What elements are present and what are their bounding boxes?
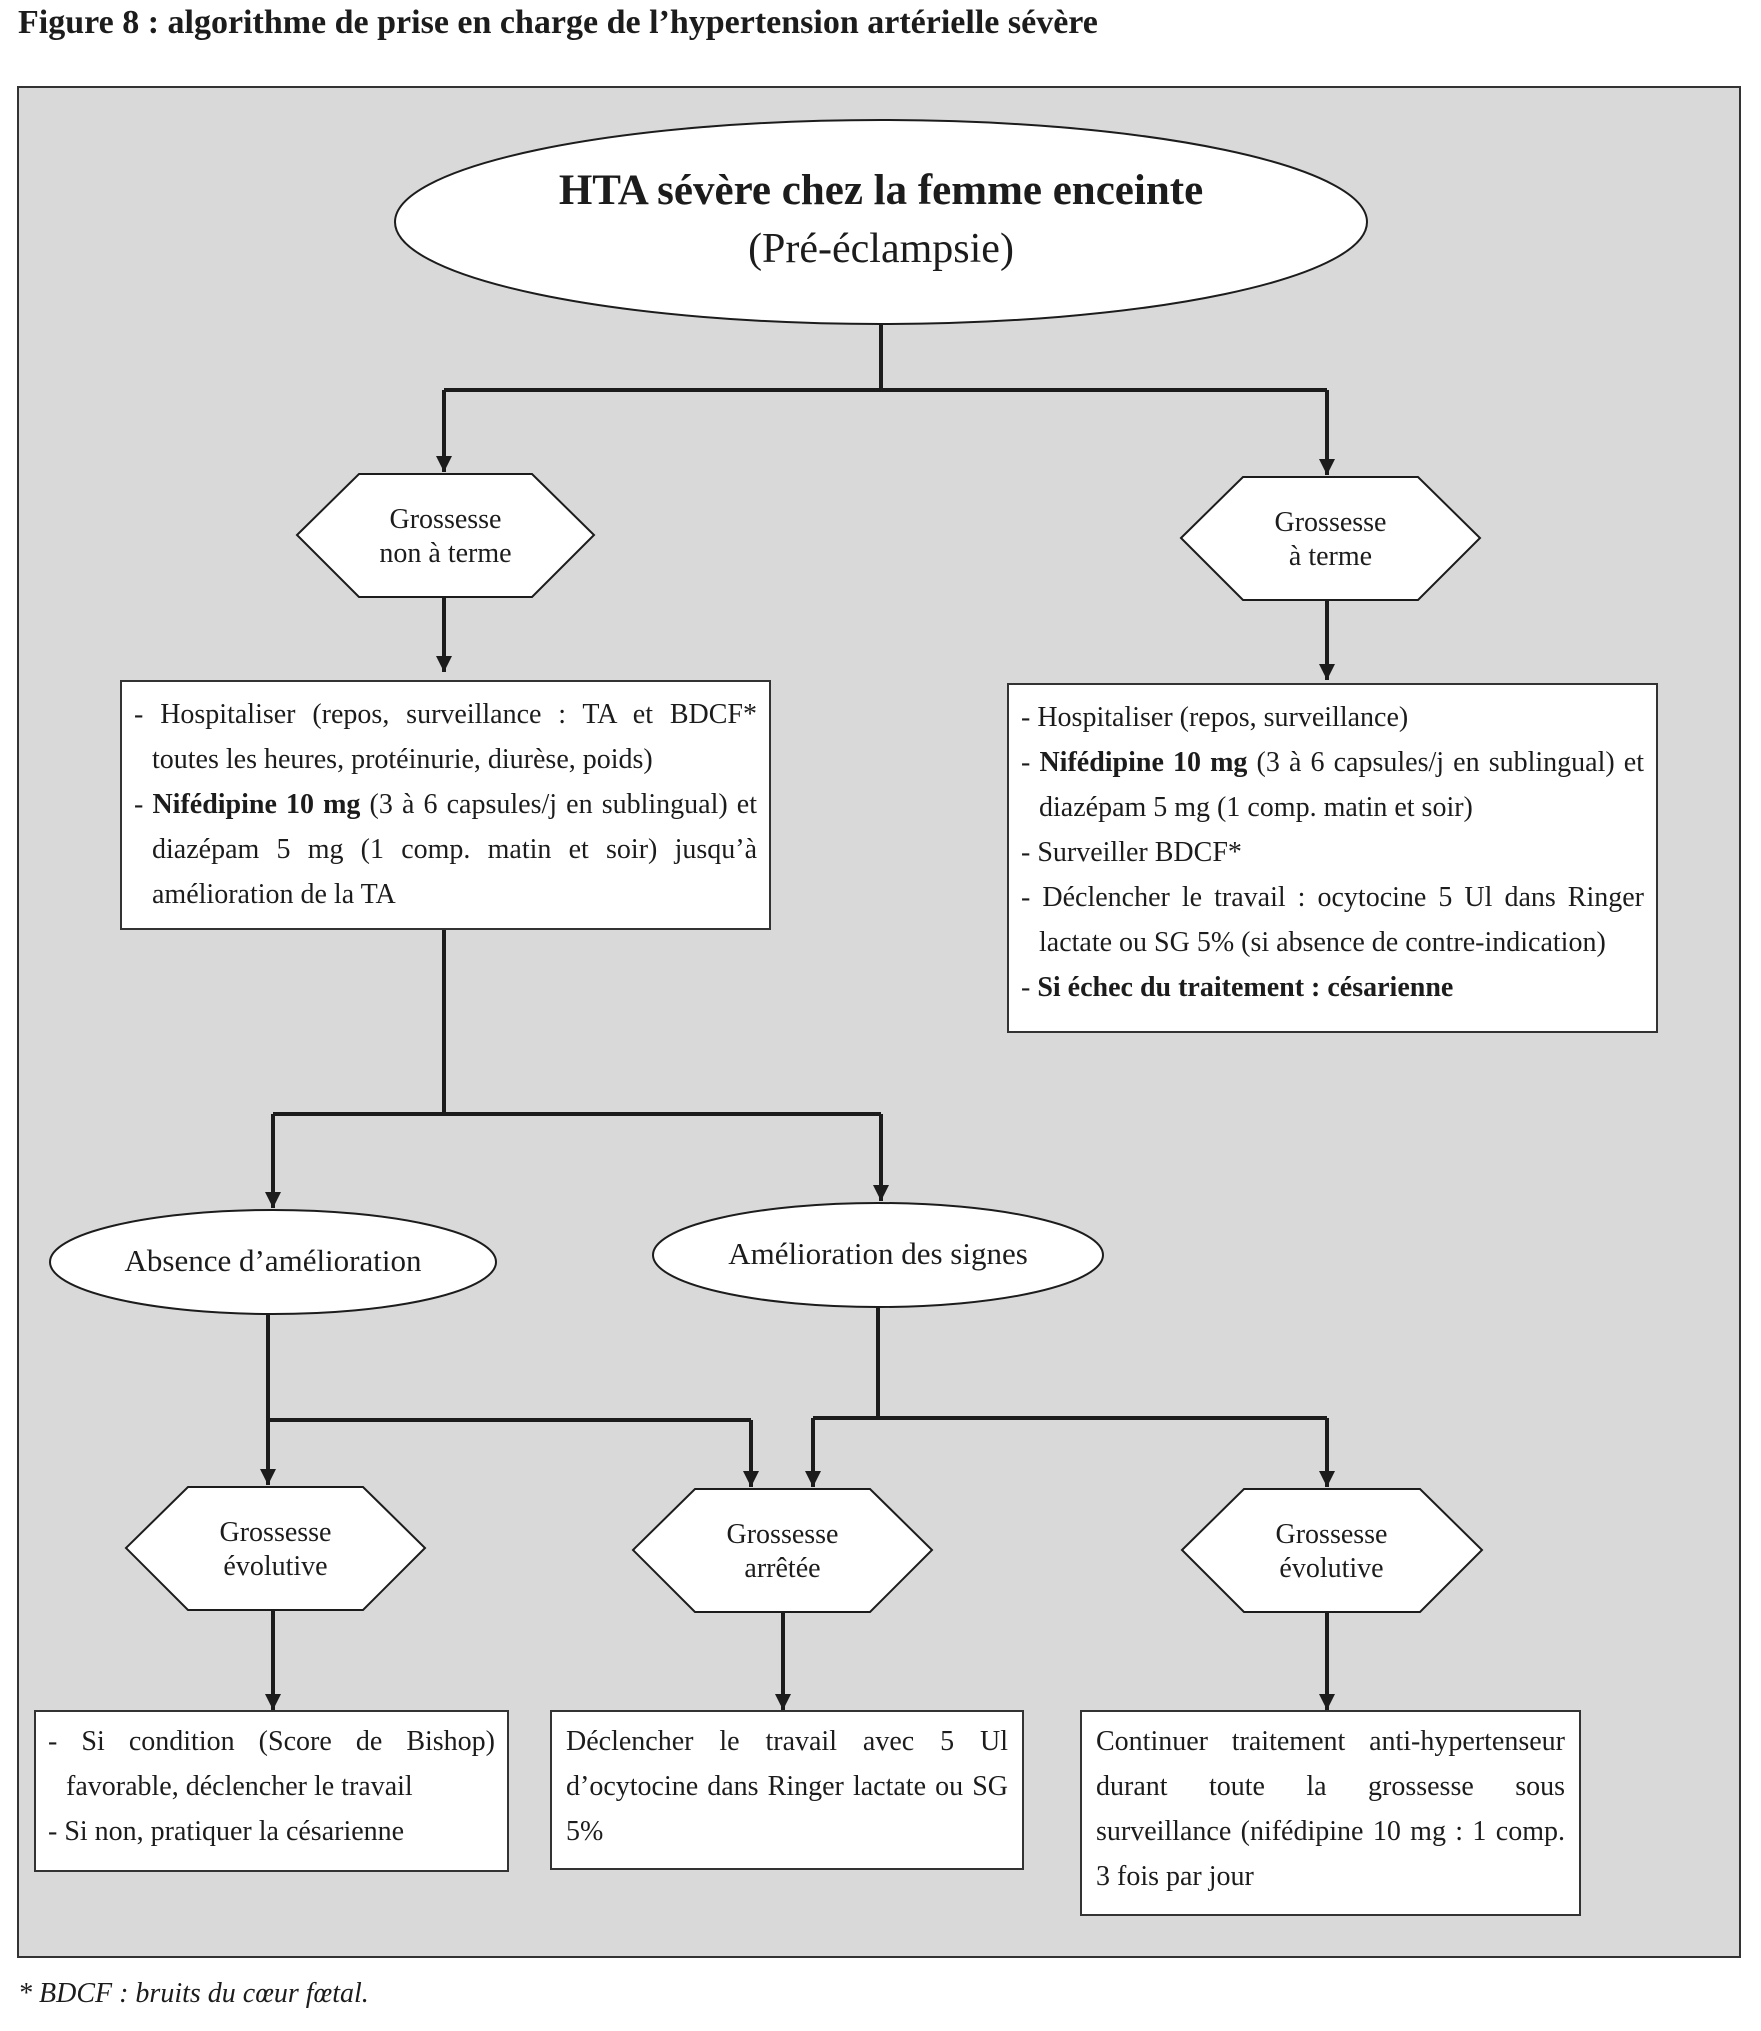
action-box-bottom-left: Si condition (Score de Bishop) favorable… [34,1710,509,1872]
outcome-absence-amelioration: Absence d’amélioration [124,1243,422,1278]
decision-line2: évolutive [223,1551,328,1582]
treatment-item: Nifédipine 10 mg (3 à 6 capsules/j en su… [1021,740,1644,830]
decision-bottom-left: Grossesse évolutive [150,1516,401,1584]
figure-title: Figure 8 : algorithme de prise en charge… [18,4,1098,41]
absence-amelioration-ellipse [49,1209,497,1315]
decision-line1: Grossesse [389,504,502,535]
decision-line1: Grossesse [726,1519,839,1550]
action-text: Déclencher le travail avec 5 Ul d’ocytoc… [566,1726,1008,1847]
decision-line1: Grossesse [1275,1519,1388,1550]
connector-lines [260,324,1335,1710]
outcome-amelioration-signes: Amélioration des signes [728,1236,1028,1271]
decision-bottom-middle: Grossesse arrêtée [657,1518,908,1586]
action-text: Continuer traitement anti-hypertenseur d… [1096,1726,1565,1892]
treatment-box-non-a-terme: Hospitaliser (repos, surveillance : TA e… [120,680,771,930]
decision-bottom-right: Grossesse évolutive [1206,1518,1457,1586]
decision-a-terme: Grossesse à terme [1205,506,1456,574]
action-box-bottom-middle: Déclencher le travail avec 5 Ul d’ocytoc… [550,1710,1024,1870]
treatment-item: Hospitaliser (repos, surveillance) [1021,695,1644,740]
action-item: Si non, pratiquer la césarienne [48,1809,495,1854]
decision-a-terme-hexagon [1179,476,1482,601]
decision-line2: évolutive [1279,1553,1384,1584]
treatment-item: Nifédipine 10 mg (3 à 6 capsules/j en su… [134,782,757,917]
decision-bottom-right-hexagon [1180,1488,1484,1613]
treatment-box-a-terme: Hospitaliser (repos, surveillance) Niféd… [1007,683,1658,1033]
treatment-item: Hospitaliser (repos, surveillance : TA e… [134,692,757,782]
decision-non-a-terme-hexagon [295,473,596,598]
treatment-item: Déclencher le travail : ocytocine 5 Ul d… [1021,875,1644,965]
start-subtitle: (Pré-éclampsie) [748,226,1014,272]
footnote: * BDCF : bruits du cœur fœtal. [18,1978,369,2009]
decision-non-a-terme: Grossesse non à terme [320,503,571,571]
treatment-item: Surveiller BDCF* [1021,830,1644,875]
start-node: HTA sévère chez la femme enceinte (Pré-é… [420,162,1342,278]
treatment-item: Si échec du traitement : césarienne [1021,965,1644,1010]
start-title: HTA sévère chez la femme enceinte [558,167,1204,214]
decision-line1: Grossesse [1274,507,1387,538]
decision-bottom-left-hexagon [124,1486,427,1611]
decision-line2: non à terme [379,538,512,569]
action-item: Si condition (Score de Bishop) favorable… [48,1719,495,1809]
decision-line1: Grossesse [219,1517,332,1548]
decision-bottom-middle-hexagon [631,1488,934,1613]
action-box-bottom-right: Continuer traitement anti-hypertenseur d… [1080,1710,1581,1916]
decision-line2: arrêtée [744,1553,821,1584]
decision-line2: à terme [1288,541,1373,572]
